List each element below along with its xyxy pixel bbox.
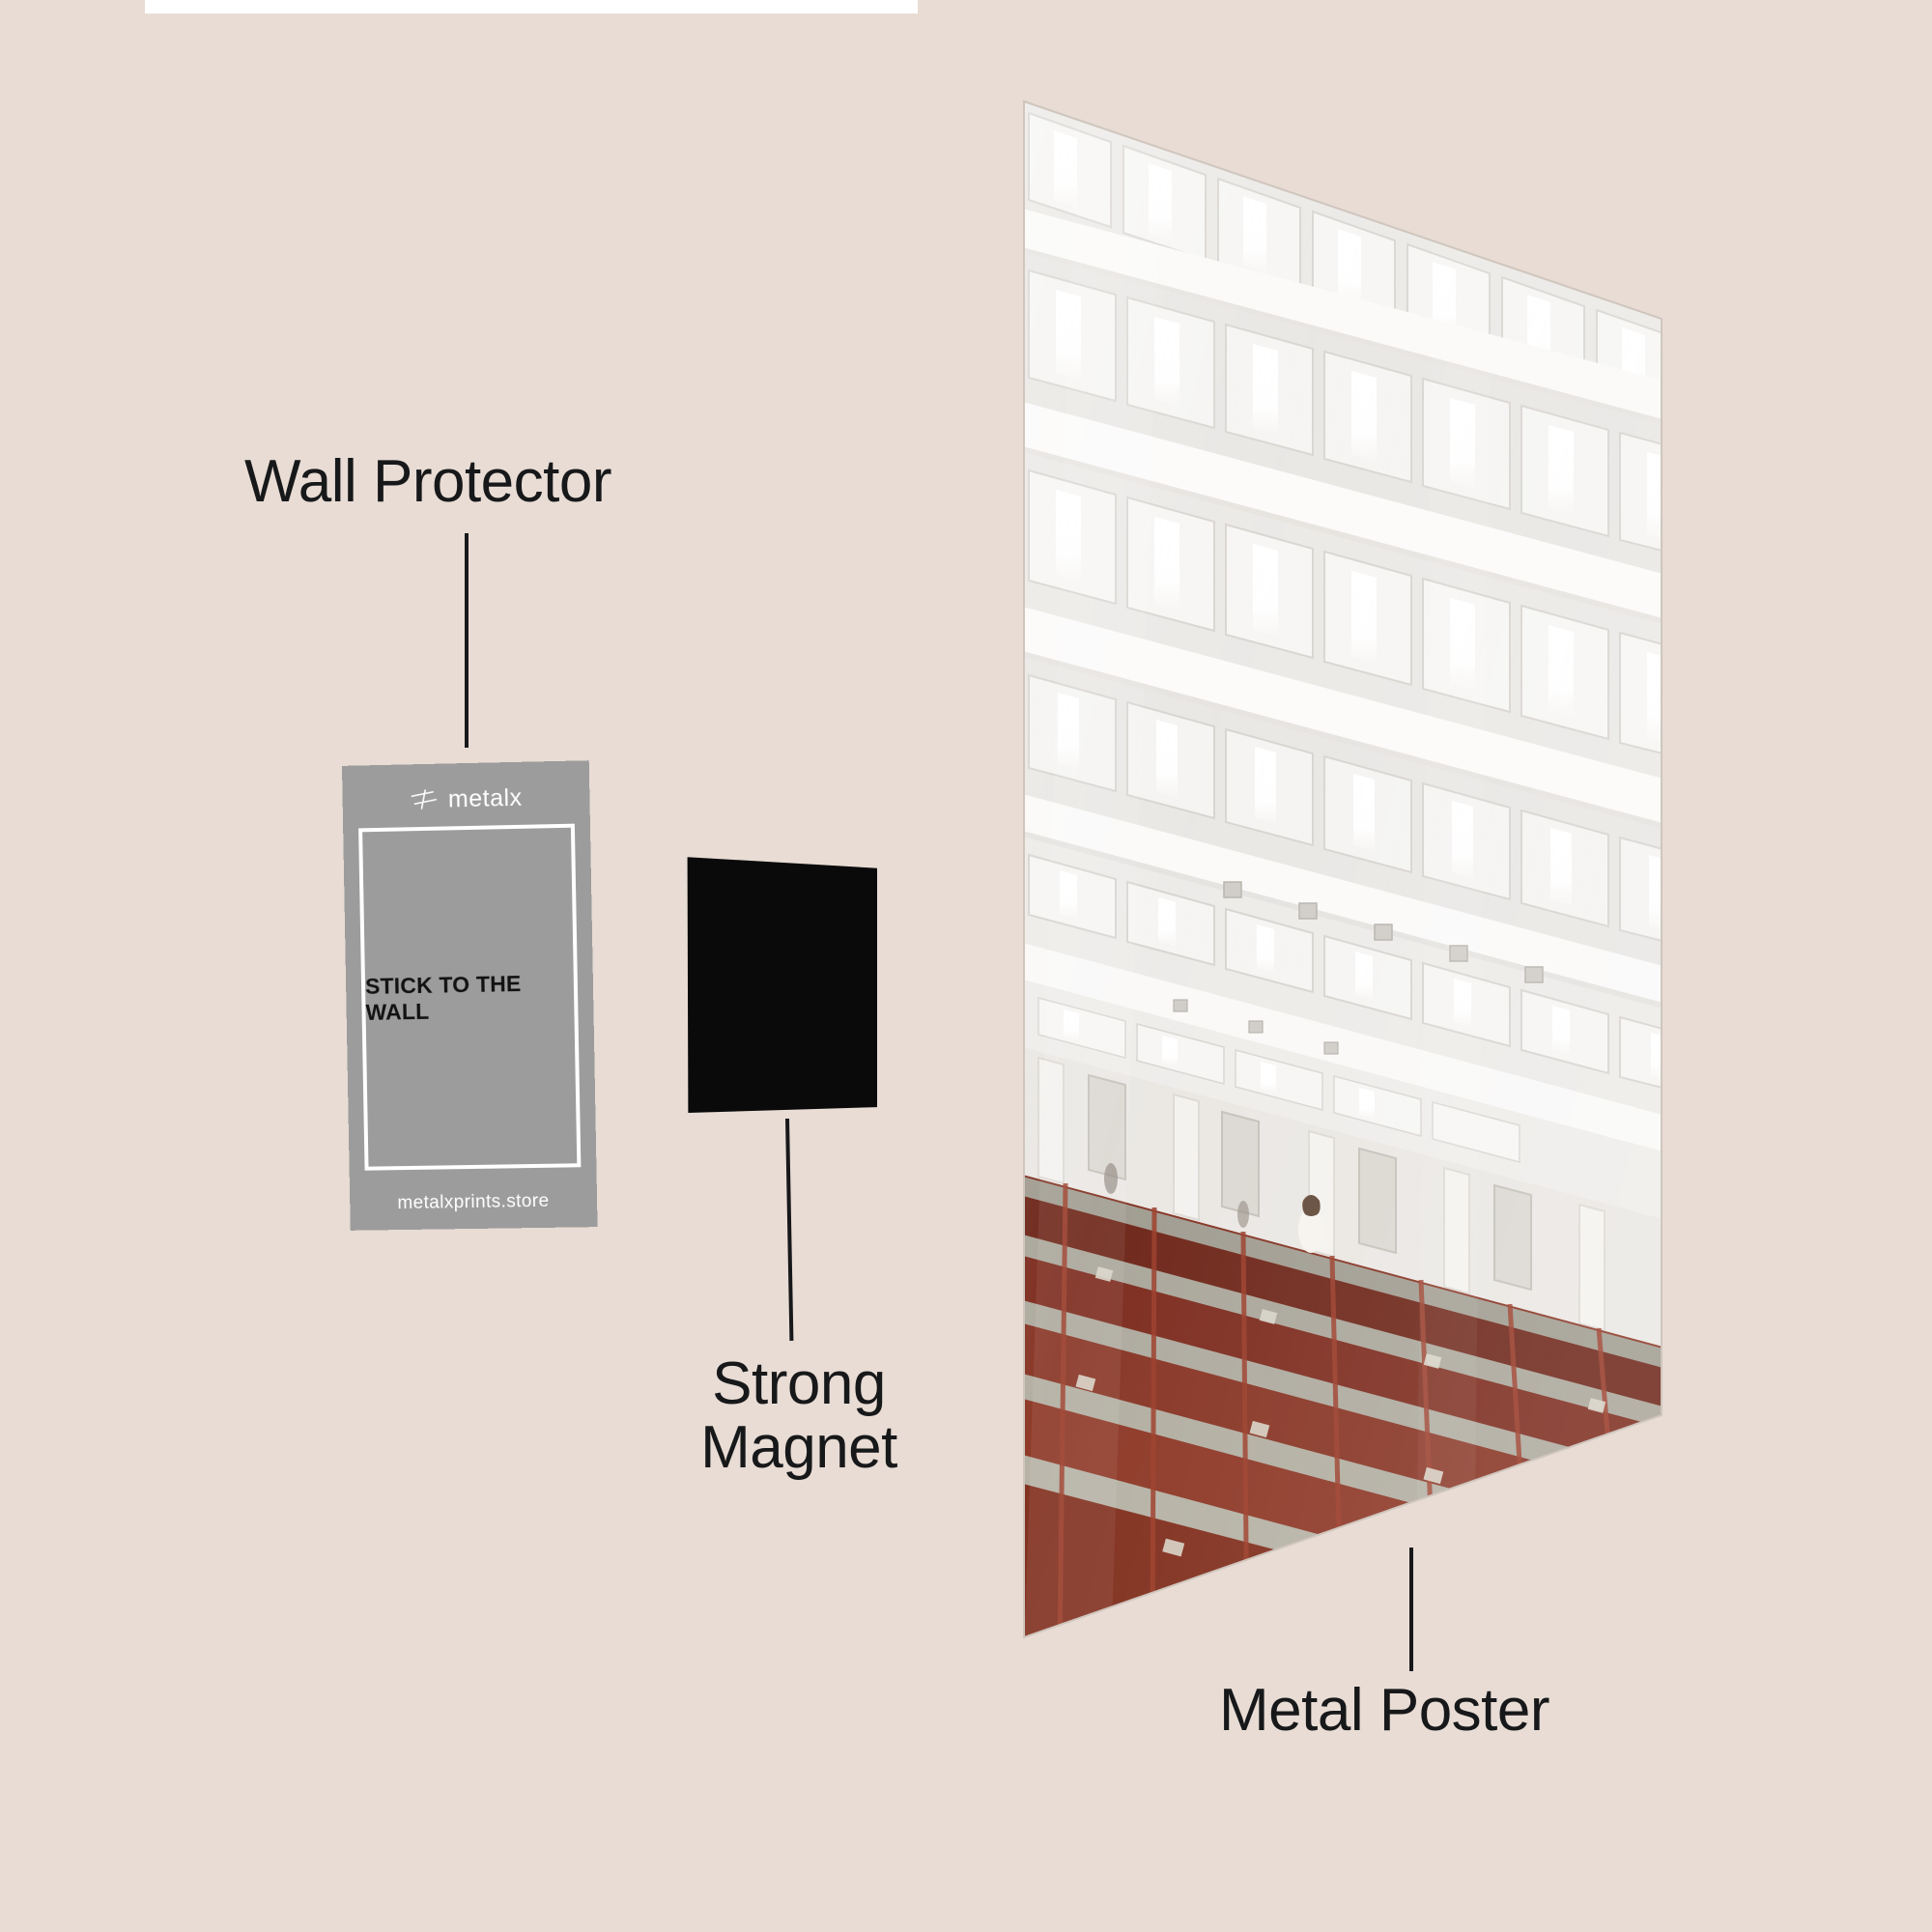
wall-protector-logo: metalx: [342, 781, 589, 816]
label-strong-magnet: Strong Magnet: [676, 1352, 922, 1479]
label-strong-magnet-line1: Strong: [712, 1350, 886, 1417]
slanted-cross-icon: [411, 789, 438, 810]
leader-line-strong-magnet: [785, 1118, 794, 1341]
wall-protector-logo-text: metalx: [447, 783, 523, 812]
metal-poster-image: [1019, 92, 1666, 1652]
wall-protector-url: metalxprints.store: [397, 1190, 550, 1214]
wall-protector-headline: STICK TO THE WALL: [364, 970, 522, 1025]
wall-protector-card: metalx STICK TO THE WALL metalxprints.st…: [341, 760, 598, 1231]
metal-poster-svg: [1023, 99, 1662, 1639]
label-metal-poster: Metal Poster: [1219, 1677, 1550, 1744]
wall-protector-inner-frame: STICK TO THE WALL: [358, 823, 582, 1171]
label-wall-protector: Wall Protector: [244, 448, 612, 515]
top-strip: [145, 0, 918, 14]
label-strong-magnet-line2: Magnet: [700, 1413, 897, 1481]
strong-magnet-object: [687, 857, 877, 1113]
leader-line-metal-poster: [1409, 1548, 1413, 1671]
leader-line-wall-protector: [465, 533, 469, 748]
